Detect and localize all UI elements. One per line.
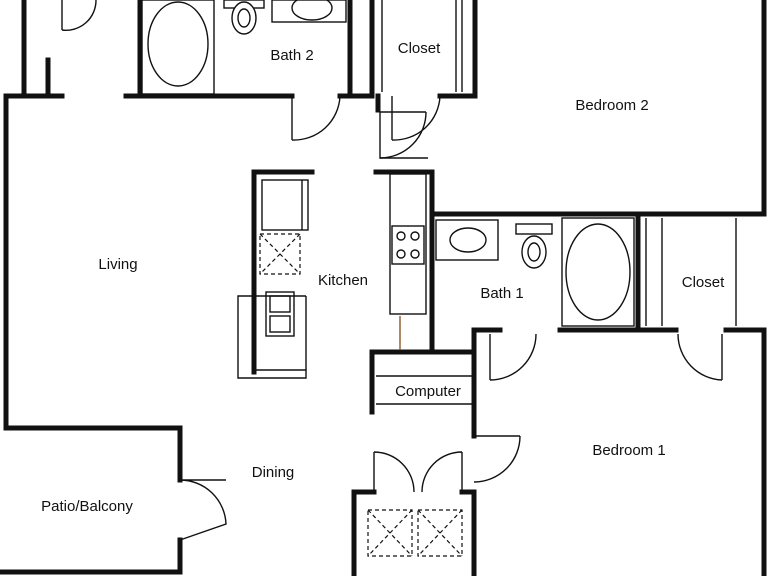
label-bath-1: Bath 1 <box>480 285 523 302</box>
bath1-tub-icon <box>561 217 635 327</box>
label-closet-top: Closet <box>398 40 441 57</box>
bath1-toilet-icon <box>515 223 553 269</box>
label-patio-balcony: Patio/Balcony <box>41 498 133 515</box>
linen-shelf-icon <box>367 509 463 557</box>
refrigerator-icon <box>261 179 309 231</box>
toilet-icon <box>223 0 265 35</box>
label-closet-right: Closet <box>682 274 725 291</box>
label-bedroom-2: Bedroom 2 <box>575 97 648 114</box>
sink-icon <box>271 0 347 23</box>
bathtub-icon <box>141 0 215 95</box>
label-bath-2: Bath 2 <box>270 47 313 64</box>
label-bedroom-1: Bedroom 1 <box>592 442 665 459</box>
kitchen-sink-icon <box>265 291 295 337</box>
room-labels: Bath 2 Closet Bedroom 2 Living Kitchen B… <box>41 40 725 515</box>
fixtures <box>141 0 737 557</box>
label-dining: Dining <box>252 464 295 481</box>
bath1-sink-icon <box>435 219 499 261</box>
label-kitchen: Kitchen <box>318 272 368 289</box>
label-computer: Computer <box>395 383 461 400</box>
label-living: Living <box>98 256 137 273</box>
dishwasher-icon <box>259 233 301 275</box>
doors <box>61 0 723 541</box>
stove-icon <box>391 225 425 265</box>
